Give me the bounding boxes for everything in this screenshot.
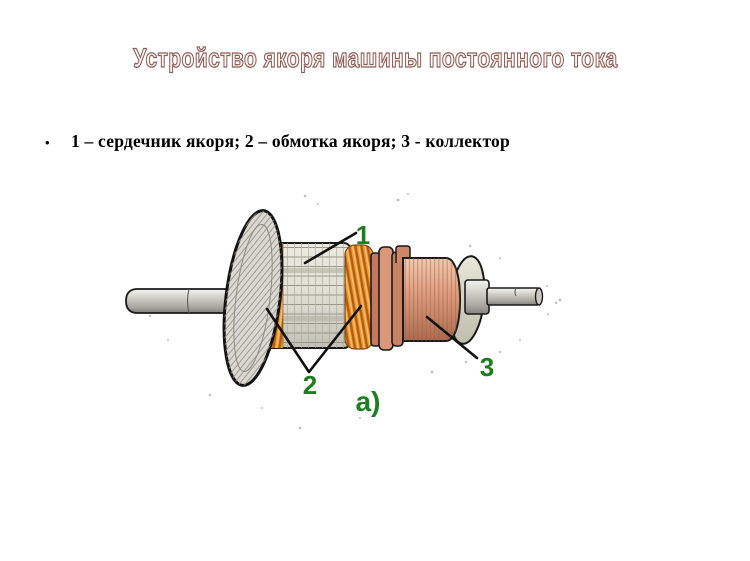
figure-caption: а) [356,386,381,417]
slide-title: Устройство якоря машины постоянного тока [0,38,750,75]
slide-title-text: Устройство якоря машины постоянного тока [132,42,618,73]
speckles [148,193,562,430]
left-shaft [125,288,241,314]
legend-bullet: • 1 – сердечник якоря; 2 – обмотка якоря… [45,131,510,152]
commutator [402,257,462,342]
figure-label-core: 1 [356,220,370,250]
leader-line-1 [303,231,358,265]
figure-label-commutator: 3 [480,352,494,382]
leader-line-3 [425,315,479,360]
commutator-rings [370,245,411,351]
leader-lines [265,231,479,374]
mounting-disc [222,209,284,387]
legend-text: 1 – сердечник якоря; 2 – обмотка якоря; … [71,131,510,151]
right-shaft [486,287,544,306]
figure-label-winding: 2 [303,370,317,400]
shaft-hub [464,279,490,315]
leader-line-2 [265,304,363,374]
winding-band-right [344,244,374,350]
bullet-marker: • [45,135,50,150]
